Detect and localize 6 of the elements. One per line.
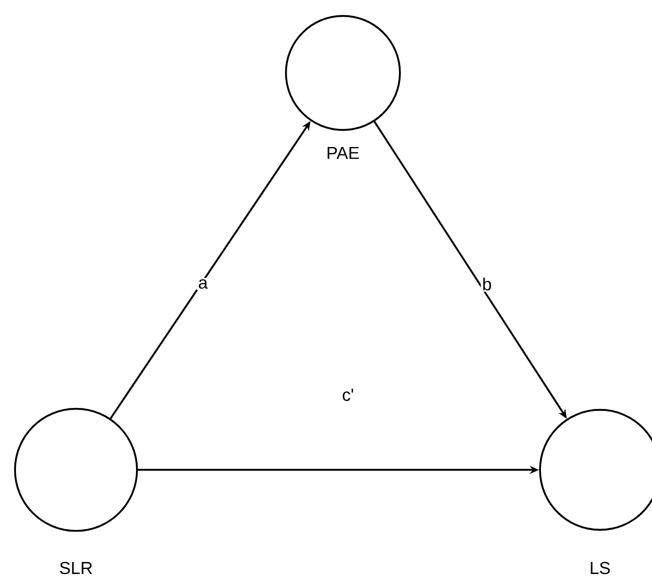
edge-label: c' — [340, 388, 356, 402]
edge-label: a — [196, 278, 210, 290]
node-label: PAE — [328, 147, 359, 159]
node-label: LS — [590, 562, 610, 574]
edge-label: b — [480, 276, 494, 292]
node-label: SLR — [60, 562, 92, 574]
